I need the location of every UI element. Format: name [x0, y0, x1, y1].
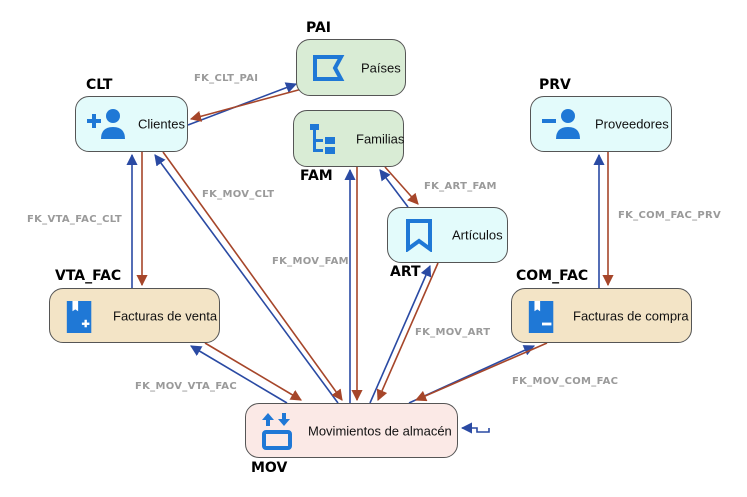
edge-label-fk-mov-com-fac: FK_MOV_COM_FAC	[512, 376, 619, 387]
edge-label-fk-mov-fam: FK_MOV_FAM	[272, 256, 349, 267]
node-paises[interactable]: Países	[296, 39, 406, 96]
edge-label-fk-art-fam: FK_ART_FAM	[424, 181, 497, 192]
edge-label-fk-vta-fac-clt: FK_VTA_FAC_CLT	[27, 214, 122, 225]
edge-fk-mov-art-reverse-line	[376, 262, 439, 402]
bookmark-icon	[406, 219, 432, 252]
edge-fk-mov-vta-fac-reverse-line	[204, 342, 302, 401]
node-label: Proveedores	[595, 116, 669, 132]
node-label: Movimientos de almacén	[308, 423, 452, 438]
edge-fk-art-fam-reverse-line	[384, 166, 419, 205]
edge-label-fk-mov-clt: FK_MOV_CLT	[202, 189, 275, 200]
edge-fk-mov-com-fac-reverse-line	[414, 342, 548, 402]
node-code-com-fac: COM_FAC	[516, 268, 589, 284]
edge-mov-self-reference-line	[460, 422, 490, 434]
node-code-pai: PAI	[306, 20, 332, 36]
node-clientes[interactable]: Clientes	[75, 96, 188, 152]
edge-label-fk-mov-vta-fac: FK_MOV_VTA_FAC	[135, 381, 237, 392]
edge-label-fk-com-fac-prv: FK_COM_FAC_PRV	[618, 210, 722, 221]
node-code-mov: MOV	[251, 460, 288, 476]
person-add-icon	[87, 109, 125, 139]
node-label: Artículos	[452, 227, 503, 243]
flag-icon	[313, 54, 345, 81]
node-articulos[interactable]: Artículos	[387, 207, 508, 263]
node-label: Facturas de venta	[113, 308, 218, 323]
edge-label-fk-clt-pai: FK_CLT_PAI	[194, 73, 259, 84]
node-label: Clientes	[138, 116, 185, 132]
invoice-add-icon	[66, 300, 92, 333]
node-code-art: ART	[390, 264, 421, 280]
edge-fk-mov-vta-fac-line	[190, 345, 288, 404]
node-familias[interactable]: Familias	[293, 110, 404, 167]
edge-fk-mov-clt-reverse-line	[162, 151, 343, 401]
edge-fk-art-fam-line	[379, 169, 409, 208]
person-remove-icon	[542, 109, 580, 139]
invoice-remove-icon	[528, 300, 554, 333]
edge-label-fk-mov-art: FK_MOV_ART	[415, 327, 491, 338]
edge-fk-mov-clt-line	[154, 154, 339, 404]
node-facturas-venta[interactable]: Facturas de venta	[49, 288, 220, 343]
node-label: Familias	[356, 131, 405, 146]
node-code-fam: FAM	[300, 168, 333, 184]
node-label: Facturas de compra	[573, 308, 689, 323]
node-code-clt: CLT	[86, 77, 113, 93]
node-facturas-compra[interactable]: Facturas de compra	[511, 288, 692, 343]
node-code-prv: PRV	[539, 77, 571, 93]
edge-fk-clt-pai-reverse-line	[189, 88, 303, 122]
edge-fk-mov-art-line	[369, 264, 432, 404]
node-code-vta-fac: VTA_FAC	[55, 268, 122, 284]
node-movimientos[interactable]: Movimientos de almacén	[245, 403, 458, 458]
hierarchy-icon	[310, 123, 335, 154]
node-label: Países	[361, 60, 401, 75]
node-proveedores[interactable]: Proveedores	[530, 96, 672, 152]
transfer-icon	[262, 412, 292, 450]
